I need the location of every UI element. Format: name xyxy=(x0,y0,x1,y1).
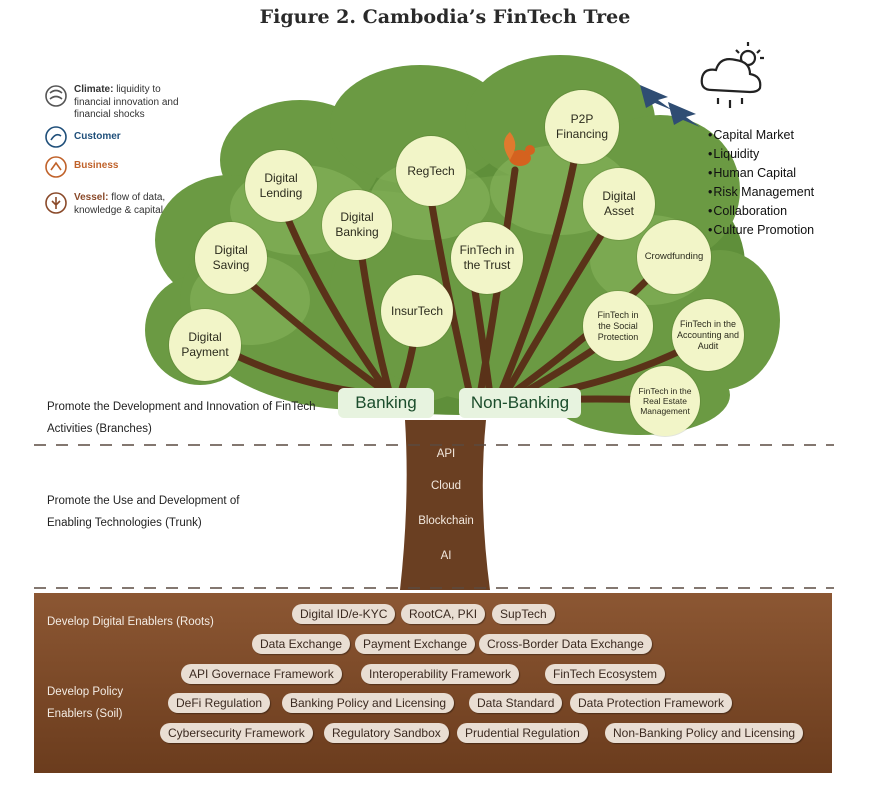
bubble-fintech-trust: FinTech in the Trust xyxy=(451,222,523,294)
legend-vessel-text: Vessel: flow of data, knowledge & capita… xyxy=(74,192,184,217)
climate-factor: Capital Market xyxy=(708,126,814,145)
non-banking-box: Non-Banking xyxy=(459,388,581,418)
weather-rain-sun-icon xyxy=(700,42,764,108)
legend-customer-label: Customer xyxy=(74,131,121,142)
trunk-tech-blockchain: Blockchain xyxy=(418,515,474,527)
soil-pill: Data Protection Framework xyxy=(570,693,733,713)
climate-factor: Liquidity xyxy=(708,145,814,164)
climate-factor: Human Capital xyxy=(708,164,814,183)
soil-pill: Prudential Regulation xyxy=(457,723,588,743)
bubble-digital-banking: Digital Banking xyxy=(322,190,392,260)
bubble-regtech: RegTech xyxy=(396,136,466,206)
legend-climate-text: Climate: liquidity to financial innovati… xyxy=(74,84,186,122)
legend-business-label: Business xyxy=(74,160,119,171)
soil-pill: FinTech Ecosystem xyxy=(545,664,666,684)
bubble-p2p-financing: P2P Financing xyxy=(545,90,619,164)
soil-pill: Cybersecurity Framework xyxy=(160,723,313,743)
legend-vessel: Vessel: flow of data, knowledge & capita… xyxy=(46,192,184,217)
figure-title: Figure 2. Cambodia’s FinTech Tree xyxy=(259,6,631,28)
legend-customer: Customer xyxy=(46,131,121,153)
legend-climate: Climate: liquidity to financial innovati… xyxy=(46,84,186,122)
climate-factor: Culture Promotion xyxy=(708,221,814,240)
trunk-tech-cloud: Cloud xyxy=(430,480,462,492)
soil-pill: API Governace Framework xyxy=(181,664,342,684)
root-pill: Payment Exchange xyxy=(355,634,476,654)
tree-trunk xyxy=(400,420,490,590)
section-soil-label: Develop Policy Enablers (Soil) xyxy=(47,686,124,720)
bubble-fintech-real-estate: FinTech in the Real Estate Management xyxy=(630,366,700,436)
climate-factors-list: Capital Market Liquidity Human Capital R… xyxy=(708,126,814,240)
root-pill: Data Exchange xyxy=(252,634,351,654)
bubble-digital-saving: Digital Saving xyxy=(195,222,267,294)
trunk-tech-api: API xyxy=(436,448,456,460)
bubble-digital-lending: Digital Lending xyxy=(245,150,317,222)
legend-climate-desc: liquidity to financial innovation and fi… xyxy=(74,84,179,120)
soil-pill: Interoperability Framework xyxy=(361,664,520,684)
soil-pill: Non-Banking Policy and Licensing xyxy=(605,723,804,743)
bubble-fintech-accounting-audit: FinTech in the Accounting and Audit xyxy=(672,299,744,371)
climate-factor: Risk Management xyxy=(708,183,814,202)
legend-business: Business xyxy=(46,160,118,182)
legend-climate-label: Climate: xyxy=(74,84,114,95)
squirrel-icon xyxy=(504,132,535,166)
bubble-fintech-social-protection: FinTech in the Social Protection xyxy=(583,291,653,361)
soil-pill: DeFi Regulation xyxy=(168,693,271,713)
soil-pill: Banking Policy and Licensing xyxy=(282,693,455,713)
climate-factor: Collaboration xyxy=(708,202,814,221)
soil-pill: Regulatory Sandbox xyxy=(324,723,449,743)
bubble-crowdfunding: Crowdfunding xyxy=(637,220,711,294)
swallow-birds-icon xyxy=(640,85,700,127)
bubble-insurtech: InsurTech xyxy=(381,275,453,347)
legend-vessel-label: Vessel: xyxy=(74,192,109,203)
section-trunk-label: Promote the Use and Development of Enabl… xyxy=(47,495,240,529)
section-roots-label: Develop Digital Enablers (Roots) xyxy=(47,616,214,628)
root-pill: RootCA, PKI xyxy=(401,604,486,624)
root-pill: SupTech xyxy=(492,604,555,624)
trunk-tech-ai: AI xyxy=(440,550,452,562)
section-branches-label: Promote the Development and Innovation o… xyxy=(47,401,316,435)
bubble-digital-payment: Digital Payment xyxy=(169,309,241,381)
root-pill: Digital ID/e-KYC xyxy=(292,604,396,624)
legend-vessel-desc: flow of data, knowledge & capital xyxy=(74,192,166,216)
legend-icons xyxy=(45,85,67,214)
bubble-digital-asset: Digital Asset xyxy=(583,168,655,240)
root-pill: Cross-Border Data Exchange xyxy=(479,634,652,654)
soil-pill: Data Standard xyxy=(469,693,563,713)
banking-box: Banking xyxy=(338,388,434,418)
